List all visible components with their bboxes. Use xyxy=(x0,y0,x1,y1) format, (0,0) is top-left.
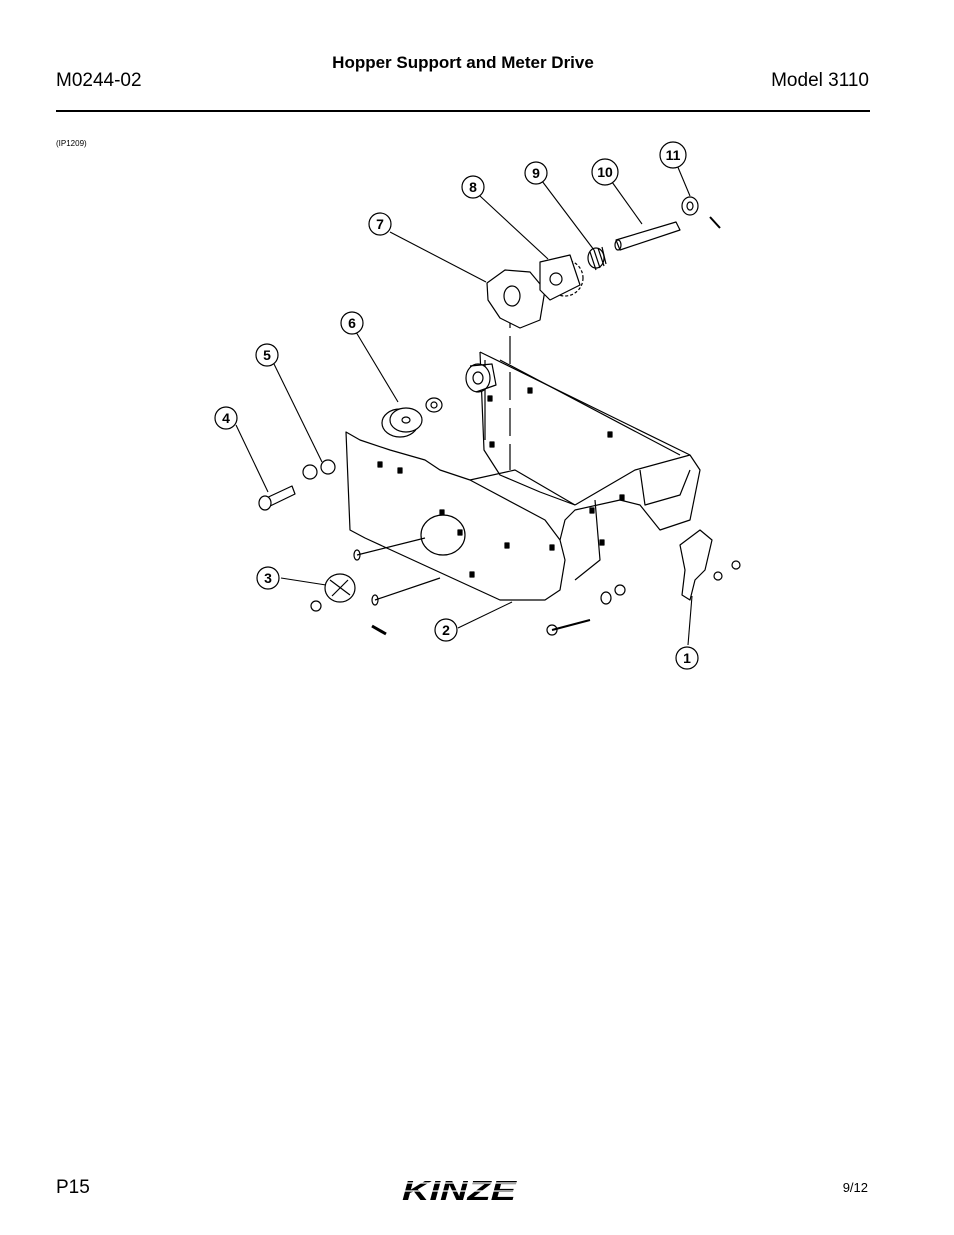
document-number: M0244-02 xyxy=(56,70,142,91)
spring xyxy=(587,246,607,271)
callout-label-6: 6 xyxy=(348,315,356,331)
callout-label-9: 9 xyxy=(532,165,540,181)
callout-9 xyxy=(524,161,548,185)
figure-id: (IP1209) xyxy=(56,139,87,148)
latch xyxy=(679,529,741,601)
callout-8 xyxy=(461,175,485,199)
header-divider xyxy=(56,110,870,112)
callout-label-3: 3 xyxy=(264,570,272,586)
callout-2 xyxy=(434,618,458,642)
adjustment-knob xyxy=(310,573,387,636)
callout-3 xyxy=(256,566,280,590)
callout-11 xyxy=(659,141,687,169)
callout-5 xyxy=(255,343,279,367)
shaft-washer xyxy=(681,196,721,229)
callout-label-7: 7 xyxy=(376,216,384,232)
callout-label-11: 11 xyxy=(666,147,681,163)
roller xyxy=(381,397,443,438)
spacer xyxy=(302,459,336,480)
exploded-parts-diagram: 1 2 3 4 5 6 7 8 9 10 11 xyxy=(214,141,741,670)
callout-label-10: 10 xyxy=(597,164,613,180)
page-title: Hopper Support and Meter Drive xyxy=(332,53,594,72)
leader-lines xyxy=(235,164,693,646)
callout-4 xyxy=(214,406,238,430)
callout-label-1: 1 xyxy=(683,650,691,666)
callout-1 xyxy=(675,646,699,670)
callout-6 xyxy=(340,311,364,335)
support-plate xyxy=(345,431,566,601)
frame-bearing xyxy=(465,363,497,393)
drive-shaft xyxy=(614,221,681,251)
drive-sprocket xyxy=(539,254,584,301)
hopper-frame xyxy=(469,351,701,581)
callout-10 xyxy=(591,158,619,186)
kinze-logo: KINZE xyxy=(402,1175,518,1206)
page-number: P15 xyxy=(56,1177,90,1198)
revision-date: 9/12 xyxy=(842,1180,868,1195)
callout-label-2: 2 xyxy=(442,622,450,638)
model-label: Model 3110 xyxy=(771,70,869,91)
callout-label-5: 5 xyxy=(263,347,271,363)
callout-label-4: 4 xyxy=(222,410,230,426)
hex-bolt xyxy=(258,485,296,511)
callouts xyxy=(214,141,699,670)
callout-7 xyxy=(368,212,392,236)
callout-label-8: 8 xyxy=(469,179,477,195)
bearing-housing xyxy=(486,269,546,329)
